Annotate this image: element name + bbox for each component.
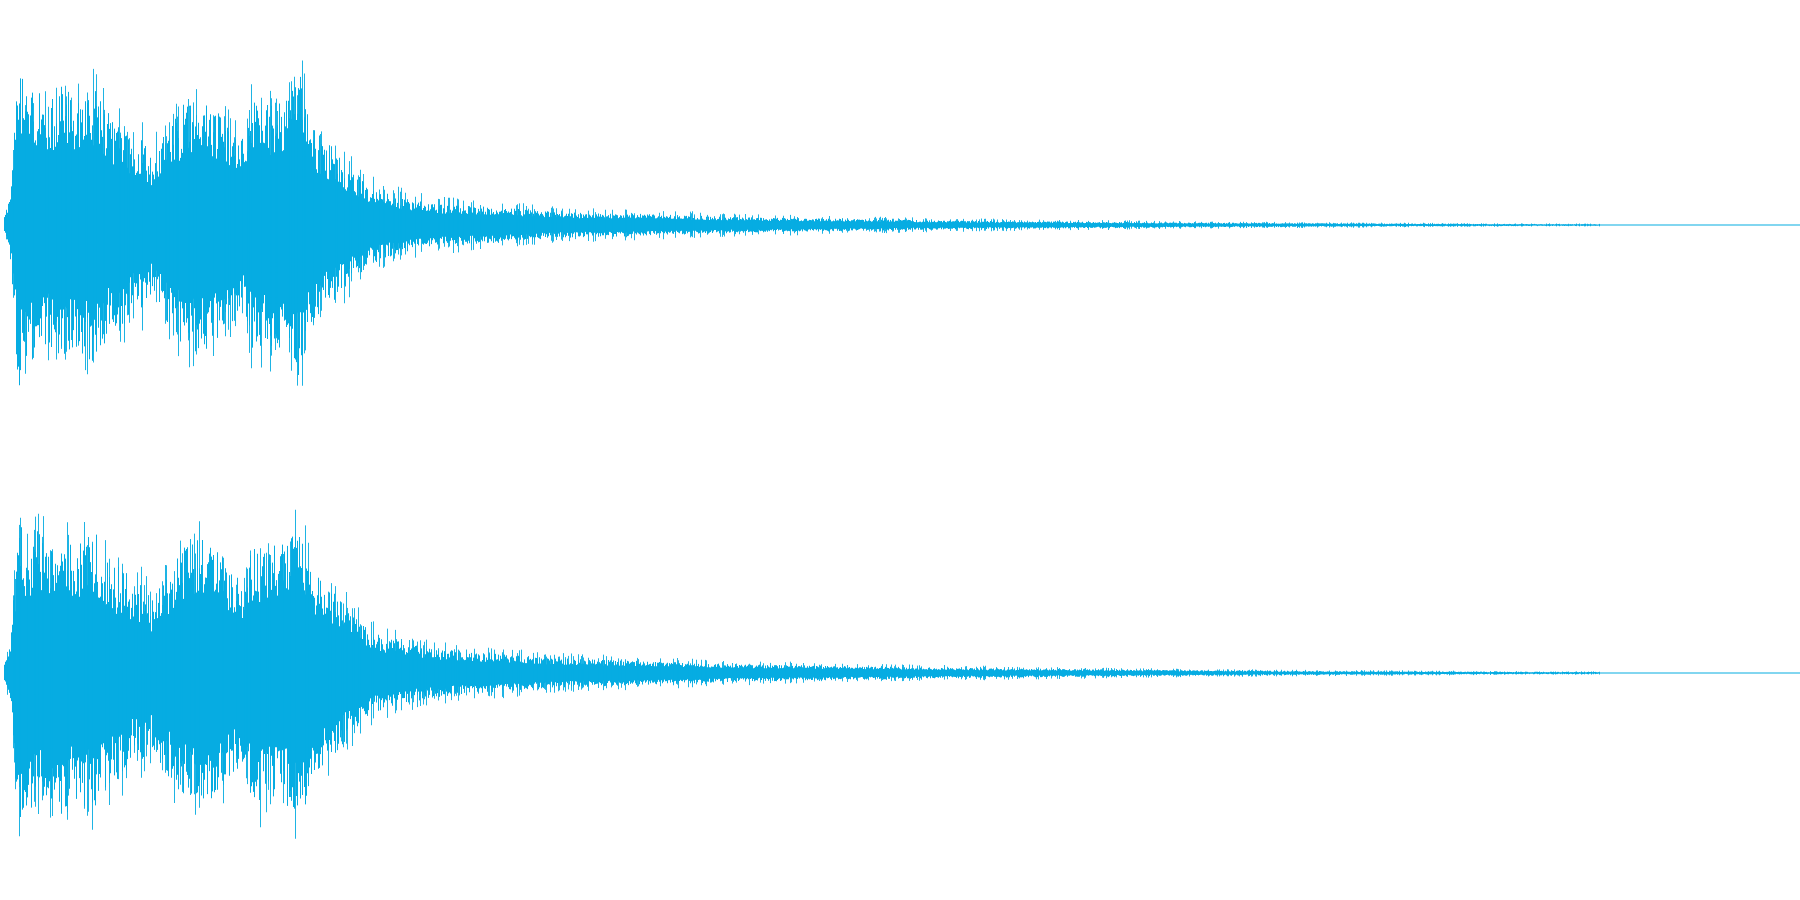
channel-1-peaks xyxy=(6,60,1600,386)
channel-1-waveform xyxy=(4,60,1800,386)
channel-1-envelope xyxy=(4,76,1600,386)
channel-2-waveform xyxy=(4,509,1800,839)
channel-2-peaks xyxy=(7,509,1600,839)
channel-2-envelope xyxy=(4,527,1600,817)
